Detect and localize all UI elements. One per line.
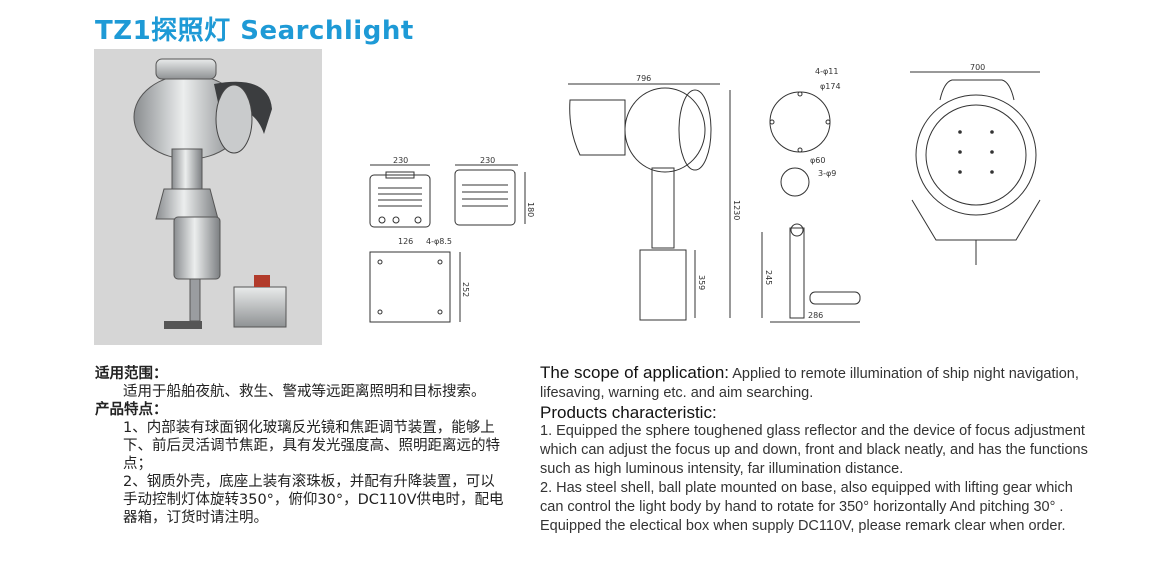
product-photo: [94, 49, 322, 345]
en-scope-heading: The scope of application:: [540, 363, 730, 382]
dim-box-width-a: 230: [393, 156, 408, 165]
dim-stand-holes: 3-φ9: [818, 169, 836, 178]
cn-scope-text: 适用于船舶夜航、救生、警戒等远距离照明和目标搜索。: [123, 384, 486, 400]
en-feature-1: 1. Equipped the sphere toughened glass r…: [540, 423, 1088, 477]
dim-lamp-depth: 796: [636, 74, 651, 83]
dim-lever-length: 286: [808, 311, 823, 320]
dim-flange-pcd: φ174: [820, 82, 841, 91]
dim-column-height: 359: [697, 275, 706, 290]
en-features-heading: Products characteristic:: [540, 403, 717, 422]
dim-box-height: 180: [526, 202, 535, 217]
en-feature-2: 2. Has steel shell, ball plate mounted o…: [540, 480, 1073, 534]
dim-base-depth: 252: [461, 282, 470, 297]
dim-stand-dia: φ60: [810, 156, 825, 165]
description-english: The scope of application: Applied to rem…: [540, 363, 1100, 536]
dim-flange-holes: 4-φ11: [815, 67, 838, 76]
dim-box-width-b: 230: [480, 156, 495, 165]
en-scope-text: Applied to remote illumination of ship n…: [540, 366, 1079, 401]
page-title: TZ1探照灯 Searchlight: [95, 16, 414, 46]
dim-total-height: 1230: [732, 200, 741, 220]
dim-lever-height: 245: [764, 270, 773, 285]
description-chinese: 适用范围： 适用于船舶夜航、救生、警戒等远距离照明和目标搜索。 产品特点： 1、…: [95, 365, 505, 527]
cn-features-heading: 产品特点：: [95, 402, 168, 418]
technical-drawings: 230 230 180 126 4-φ8.5 252 796 1230 359 …: [369, 63, 1041, 323]
dim-base-holes: 4-φ8.5: [426, 237, 452, 246]
dim-lamp-width: 700: [970, 63, 985, 72]
cn-feature-1: 1、内部装有球面钢化玻璃反光镜和焦距调节装置，能够上下、前后灵活调节焦距，具有发…: [123, 420, 500, 472]
cn-feature-2: 2、钢质外壳，底座上装有滚珠板，并配有升降装置，可以手动控制灯体旋转350°，俯…: [123, 474, 504, 526]
cn-scope-heading: 适用范围：: [95, 366, 168, 382]
dim-base-offset: 126: [398, 237, 413, 246]
